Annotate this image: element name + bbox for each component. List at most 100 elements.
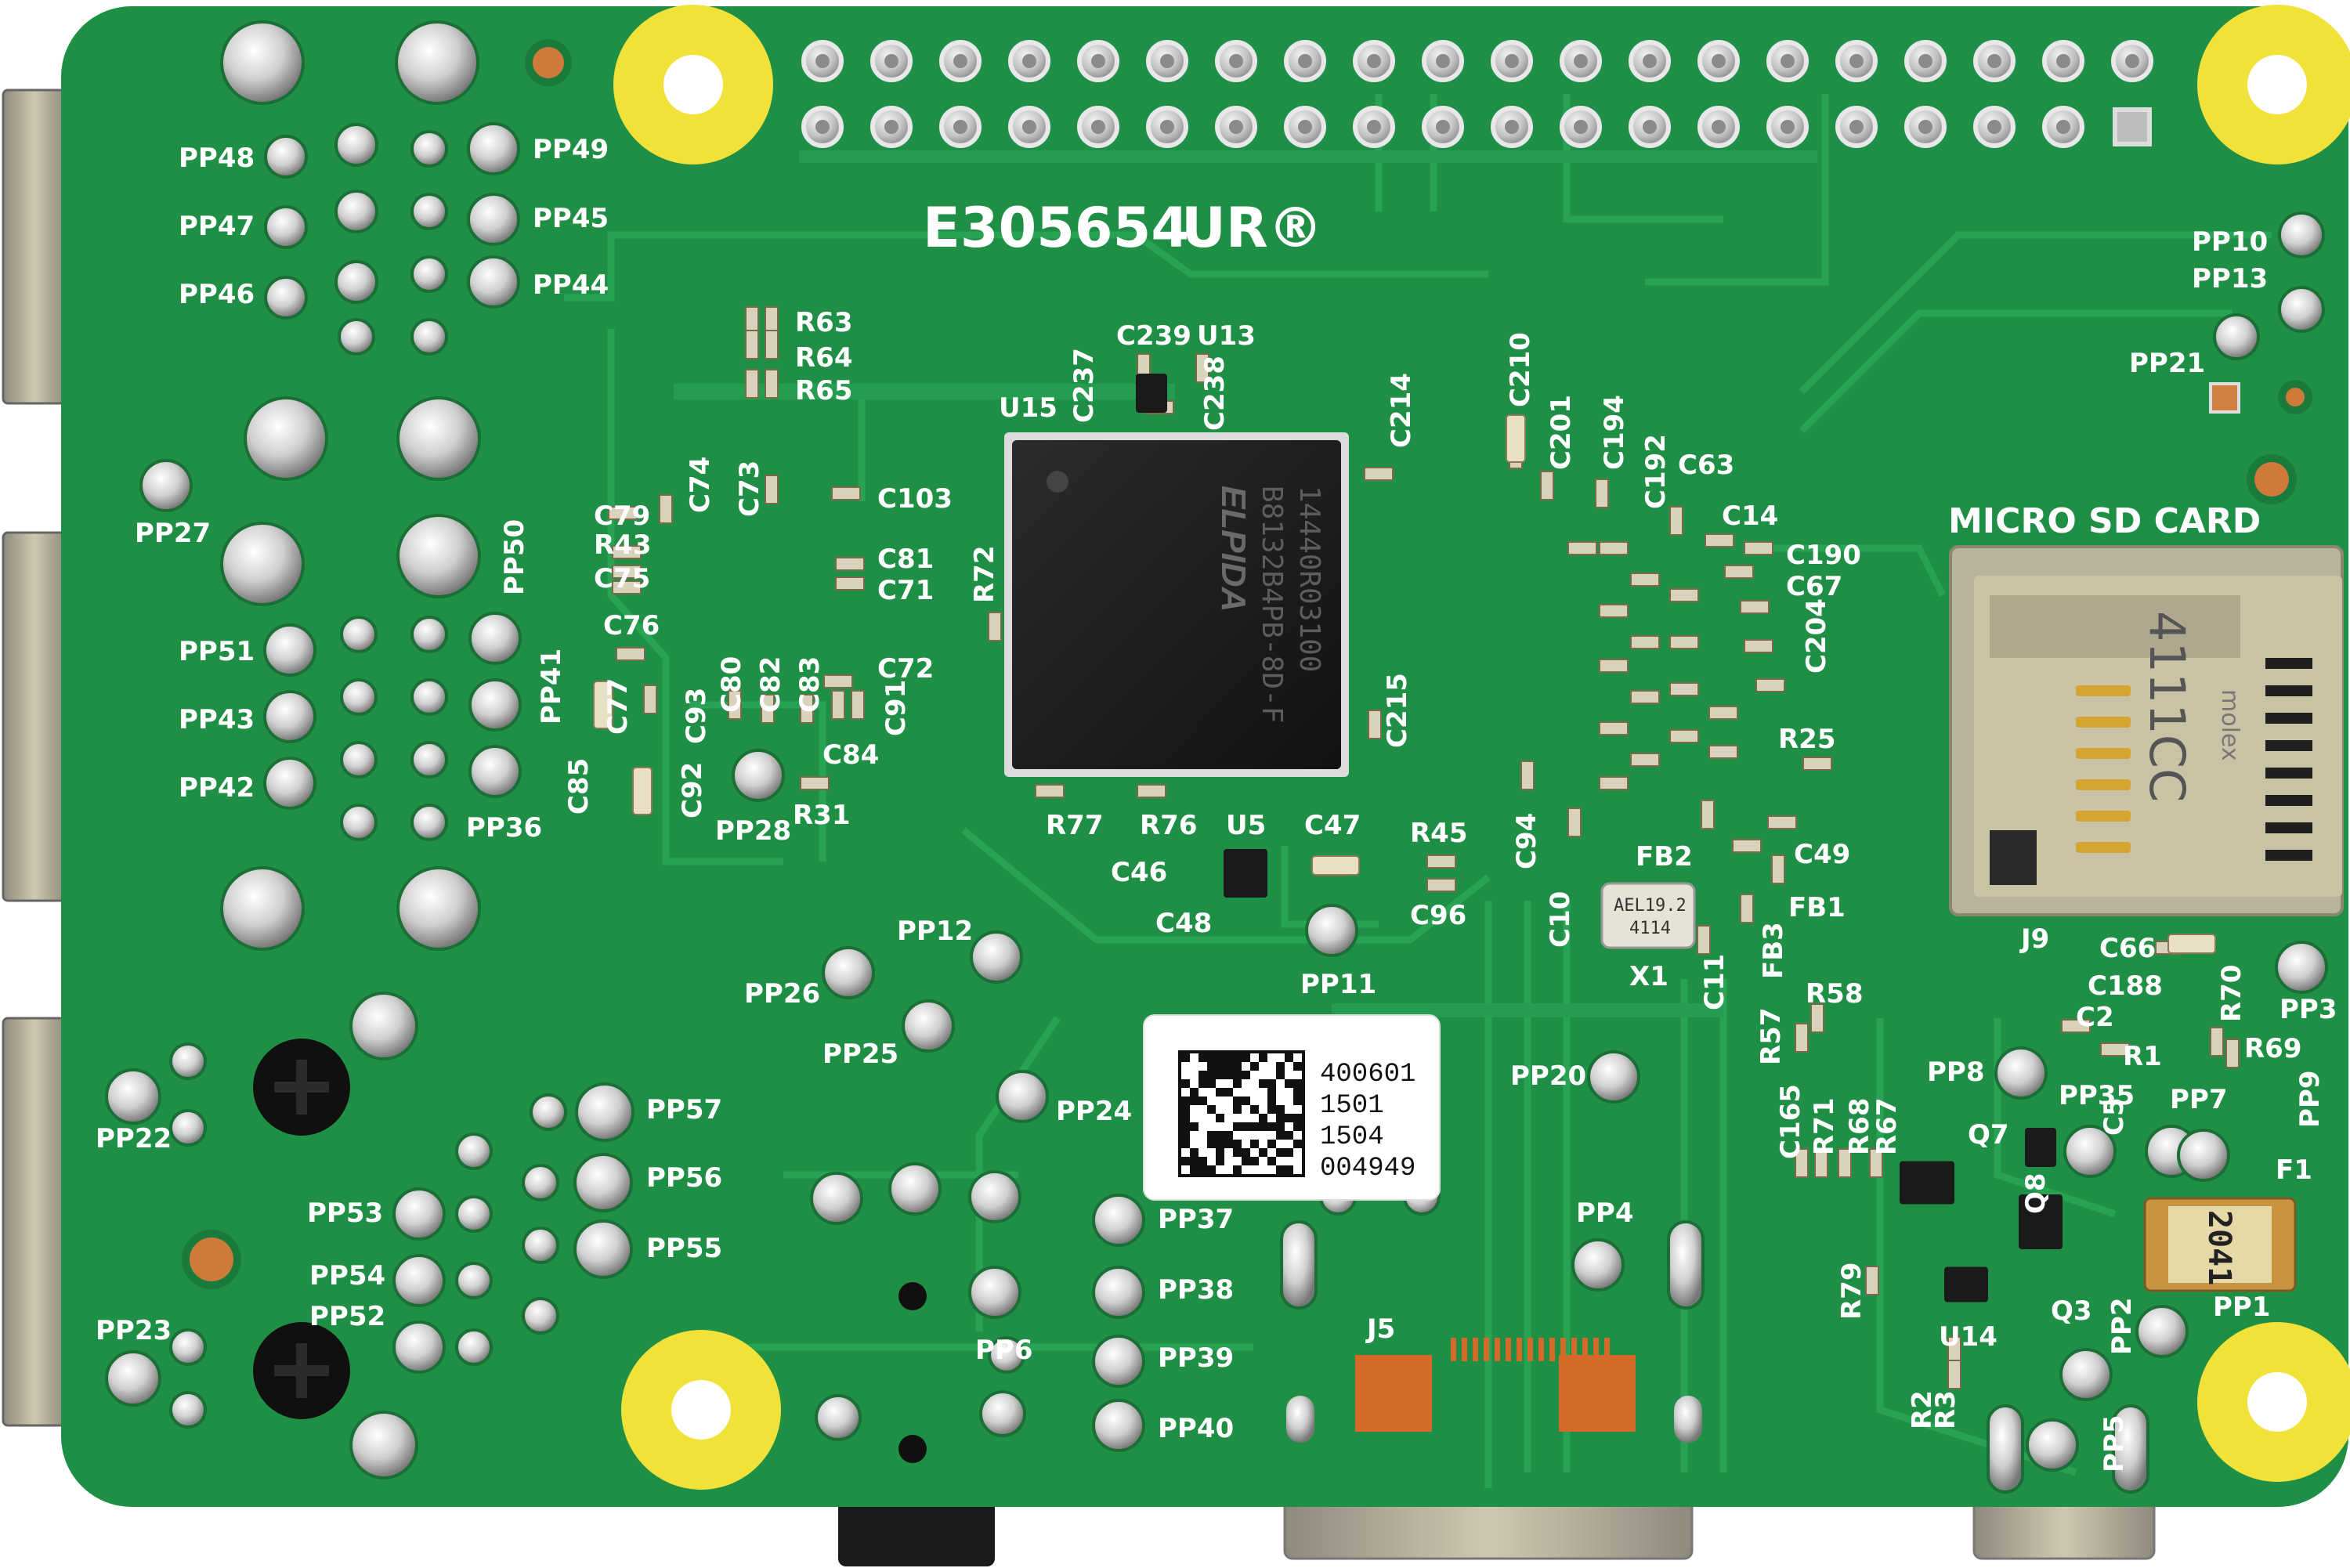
smd-part <box>1669 588 1699 602</box>
j5-finger <box>1451 1338 1456 1361</box>
silk-label: FB3 <box>1758 922 1789 979</box>
smd-part <box>1701 800 1715 829</box>
test-pad <box>970 930 1023 984</box>
silk-label: PP49 <box>533 134 609 165</box>
test-pad <box>1092 1335 1145 1388</box>
silk-label: PP53 <box>307 1198 383 1229</box>
fuse-f1: 2041 <box>2143 1197 2297 1292</box>
test-pad <box>2177 1129 2230 1182</box>
silk-label: PP37 <box>1158 1204 1234 1235</box>
smd-part <box>1630 635 1660 649</box>
silk-label: PP9 <box>2294 1071 2326 1129</box>
smd-part <box>659 494 673 524</box>
silk-label: R65 <box>795 375 853 406</box>
chip-line2: 14440R03100 <box>1293 486 1325 672</box>
test-pad <box>334 123 378 167</box>
silk-label: R69 <box>2244 1033 2302 1064</box>
silk-label: C81 <box>877 544 934 575</box>
oval-slot <box>1674 1396 1702 1443</box>
silk-label: R70 <box>2216 965 2247 1023</box>
chip-line1: B8132B4PB-8D-F <box>1256 486 1288 723</box>
silk-label: C63 <box>1678 450 1734 481</box>
test-pad <box>349 992 418 1060</box>
smd-part <box>1567 807 1582 837</box>
test-pad <box>396 396 481 481</box>
test-pad <box>264 135 308 179</box>
smd-part <box>1599 659 1629 673</box>
smd-part <box>831 486 861 500</box>
silk-label: PP2 <box>2106 1298 2138 1356</box>
silk-label: C91 <box>880 680 912 736</box>
test-pad <box>1092 1266 1145 1319</box>
silk-label: C71 <box>877 575 934 606</box>
test-pad <box>2135 1305 2189 1358</box>
silk-label: PP54 <box>309 1260 385 1292</box>
smd-part <box>1705 533 1734 547</box>
gpio-pad <box>2113 107 2152 146</box>
smd-part <box>1540 471 1554 500</box>
smd-part <box>1869 1148 1883 1178</box>
smd-part <box>2061 1019 2091 1033</box>
silk-label: PP28 <box>715 815 791 847</box>
silk-label: PP25 <box>822 1039 898 1070</box>
smd-part <box>2210 1027 2224 1057</box>
smd-part <box>1595 479 1609 508</box>
test-pad <box>968 1266 1021 1319</box>
silk-label: PP48 <box>179 143 255 174</box>
silk-label: PP3 <box>2280 994 2337 1025</box>
smd-part <box>1599 721 1629 735</box>
silk-label: C47 <box>1304 810 1361 841</box>
test-pad <box>340 741 378 779</box>
silk-label: PP26 <box>744 978 820 1010</box>
silk-label: R64 <box>795 342 853 374</box>
silk-label: C77 <box>602 678 634 735</box>
silk-label: C238 <box>1199 356 1231 431</box>
silk-label: PP11 <box>1300 969 1376 1000</box>
silk-label: C2 <box>2076 1002 2114 1033</box>
smd-part <box>765 330 779 359</box>
test-pad <box>410 318 448 356</box>
silk-label: PP24 <box>1056 1096 1132 1127</box>
smd-part <box>1724 565 1754 579</box>
capacitor <box>593 681 613 729</box>
silk-label: PP5 <box>2099 1415 2130 1473</box>
j5-finger <box>1538 1338 1544 1361</box>
test-pad <box>2063 1125 2117 1178</box>
test-pad <box>410 616 448 653</box>
test-pad <box>410 678 448 716</box>
test-pad <box>996 1070 1049 1123</box>
test-pad <box>573 1153 633 1212</box>
smd-part <box>1364 467 1394 481</box>
sd-brand: molex <box>2216 689 2243 761</box>
silk-label: R57 <box>1755 1008 1787 1066</box>
test-pad <box>334 190 378 233</box>
gpio-header-pads <box>801 40 2153 148</box>
sd-code: 4111CC <box>2138 611 2196 802</box>
silk-label: PP4 <box>1576 1198 1634 1229</box>
silk-label: PP27 <box>135 518 211 549</box>
silk-label: J5 <box>1365 1313 1395 1345</box>
silk-label: R1 <box>2123 1041 2162 1072</box>
j5-finger <box>1549 1338 1555 1361</box>
silk-label: C10 <box>1545 891 1576 948</box>
crystal-line1: AEL19.2 <box>1614 896 1687 916</box>
test-pad <box>410 130 448 168</box>
test-pad <box>264 205 308 249</box>
silk-label: C103 <box>877 483 953 515</box>
silk-label: C66 <box>2099 933 2156 964</box>
test-pad <box>530 1093 567 1131</box>
smd-part <box>608 506 638 520</box>
smd-part <box>1767 815 1797 829</box>
mounting-holes <box>613 5 2350 1490</box>
smd-part <box>1771 854 1785 884</box>
ic-package <box>1900 1161 1954 1205</box>
test-pad <box>392 1321 446 1374</box>
silk-label: C190 <box>1786 540 1861 571</box>
silk-label: J9 <box>2019 923 2049 955</box>
smd-part <box>1520 761 1535 790</box>
test-pad <box>2278 211 2325 258</box>
j5-finger <box>1571 1338 1577 1361</box>
capacitor <box>2167 934 2216 954</box>
chip-brand: ELPIDA <box>1214 486 1253 612</box>
test-pad <box>468 678 522 732</box>
